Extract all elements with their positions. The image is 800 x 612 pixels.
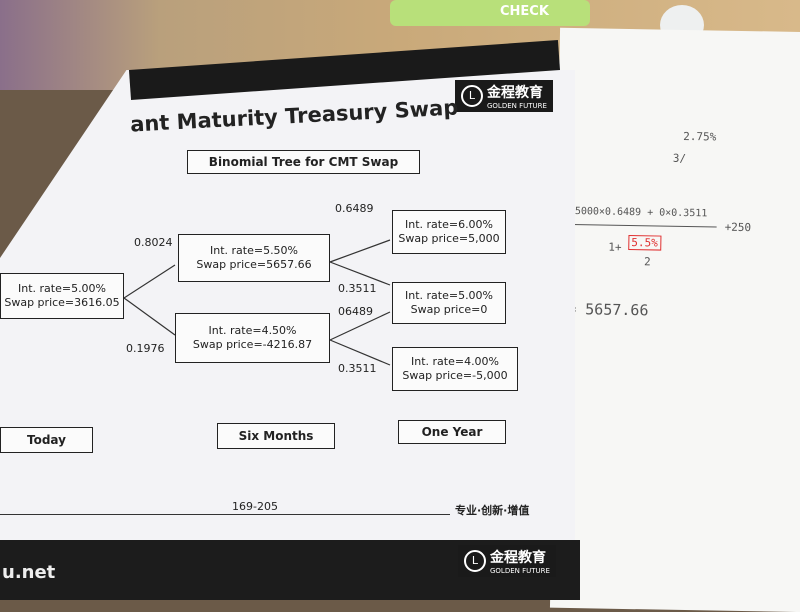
node-price: Swap price=5657.66 — [196, 258, 312, 271]
marker-label: CHECK — [500, 4, 549, 19]
highlighter-marker: CHECK — [390, 0, 590, 26]
node-1y-down: Int. rate=4.00%Swap price=-5,000 — [392, 347, 518, 391]
branch-down-3 — [329, 339, 391, 366]
note-divisor: 2 — [643, 255, 651, 269]
node-rate: Int. rate=5.00% — [404, 289, 494, 302]
prob-down-3: 0.3511 — [338, 362, 377, 375]
note-plus: +250 — [724, 220, 752, 235]
footer-rule — [0, 514, 450, 515]
note-highlighted-rate: 5.5% — [628, 235, 661, 251]
logo-mark: L — [461, 85, 483, 107]
next-page-url: u.net — [2, 562, 56, 583]
node-today: Int. rate=5.00%Swap price=3616.05 — [0, 273, 124, 319]
node-6m-down: Int. rate=4.50%Swap price=-4216.87 — [175, 313, 330, 363]
note-top2: 3/ — [672, 151, 687, 165]
node-price: Swap price=3616.05 — [4, 296, 120, 309]
node-6m-up: Int. rate=5.50%Swap price=5657.66 — [178, 234, 330, 282]
logo-cn: 金程教育 — [487, 85, 543, 101]
branch-up-1 — [123, 264, 176, 299]
node-rate: Int. rate=4.00% — [410, 355, 500, 368]
logo-en: GOLDEN FUTURE — [490, 567, 550, 575]
node-rate: Int. rate=5.00% — [17, 282, 107, 295]
notes-sheet: 2.75% 3/ 5000×0.6489 + 0×0.3511 +250 1+ … — [549, 27, 800, 612]
branch-mid-3 — [329, 311, 391, 341]
branch-down-1 — [123, 297, 176, 336]
prob-up-3: 06489 — [338, 305, 373, 318]
node-price: Swap price=-4216.87 — [192, 338, 313, 351]
prob-up-1: 0.8024 — [134, 236, 173, 249]
node-rate: Int. rate=6.00% — [404, 218, 494, 231]
footer-slogan: 专业·创新·增值 — [455, 504, 530, 517]
branch-up-2 — [329, 239, 391, 263]
node-rate: Int. rate=5.50% — [209, 244, 299, 257]
branch-mid-2 — [329, 261, 391, 286]
note-denominator: 1+ — [608, 240, 622, 254]
note-numerator: 5000×0.6489 + 0×0.3511 — [574, 206, 708, 220]
logo-cn: 金程教育 — [490, 550, 546, 566]
tree-branches — [123, 239, 391, 366]
prob-up-2: 0.6489 — [335, 202, 374, 215]
logo-en: GOLDEN FUTURE — [487, 102, 547, 110]
logo-mark: L — [464, 550, 486, 572]
period-today: Today — [0, 427, 93, 453]
node-price: Swap price=-5,000 — [402, 369, 508, 382]
fraction-line — [571, 224, 717, 228]
node-rate: Int. rate=4.50% — [208, 324, 297, 337]
note-top: 2.75% — [683, 129, 717, 144]
node-price: Swap price=5,000 — [398, 232, 500, 245]
prob-down-2: 0.3511 — [338, 282, 377, 295]
period-six-months: Six Months — [217, 423, 335, 449]
page-number: 169-205 — [232, 500, 278, 513]
prob-down-1: 0.1976 — [126, 342, 165, 355]
node-1y-up: Int. rate=6.00%Swap price=5,000 — [392, 210, 506, 254]
diagram-title: Binomial Tree for CMT Swap — [187, 150, 420, 174]
period-one-year: One Year — [398, 420, 506, 444]
node-1y-mid: Int. rate=5.00%Swap price=0 — [392, 282, 506, 324]
node-price: Swap price=0 — [410, 303, 488, 316]
